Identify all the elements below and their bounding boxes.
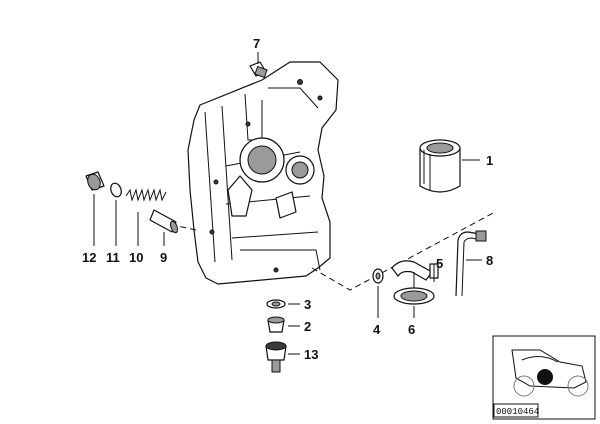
callout-12: 12 (82, 250, 96, 265)
callout-2: 2 (304, 319, 311, 334)
callout-7: 7 (253, 36, 260, 51)
callout-11: 11 (106, 250, 120, 265)
callout-3: 3 (304, 297, 311, 312)
dipstick-tube (455, 230, 487, 297)
oil-pickup-group (372, 260, 439, 318)
breather-fitting (249, 52, 268, 79)
dash-line-right (311, 211, 496, 291)
callout-10: 10 (129, 250, 143, 265)
callout-8: 8 (486, 253, 493, 268)
callout-6: 6 (408, 322, 415, 337)
drain-plug-group (265, 299, 300, 373)
inset-ref-number: 00010464 (496, 407, 539, 417)
oil-filter (419, 139, 480, 193)
location-inset: 00010464 (492, 335, 596, 420)
callout-4: 4 (373, 322, 381, 337)
callout-13: 13 (304, 347, 318, 362)
callout-5: 5 (436, 256, 443, 271)
callout-9: 9 (160, 250, 167, 265)
location-marker (537, 369, 553, 385)
gearbox-housing (187, 61, 339, 285)
callout-1: 1 (486, 153, 493, 168)
oil-pressure-valve-group (85, 171, 178, 246)
